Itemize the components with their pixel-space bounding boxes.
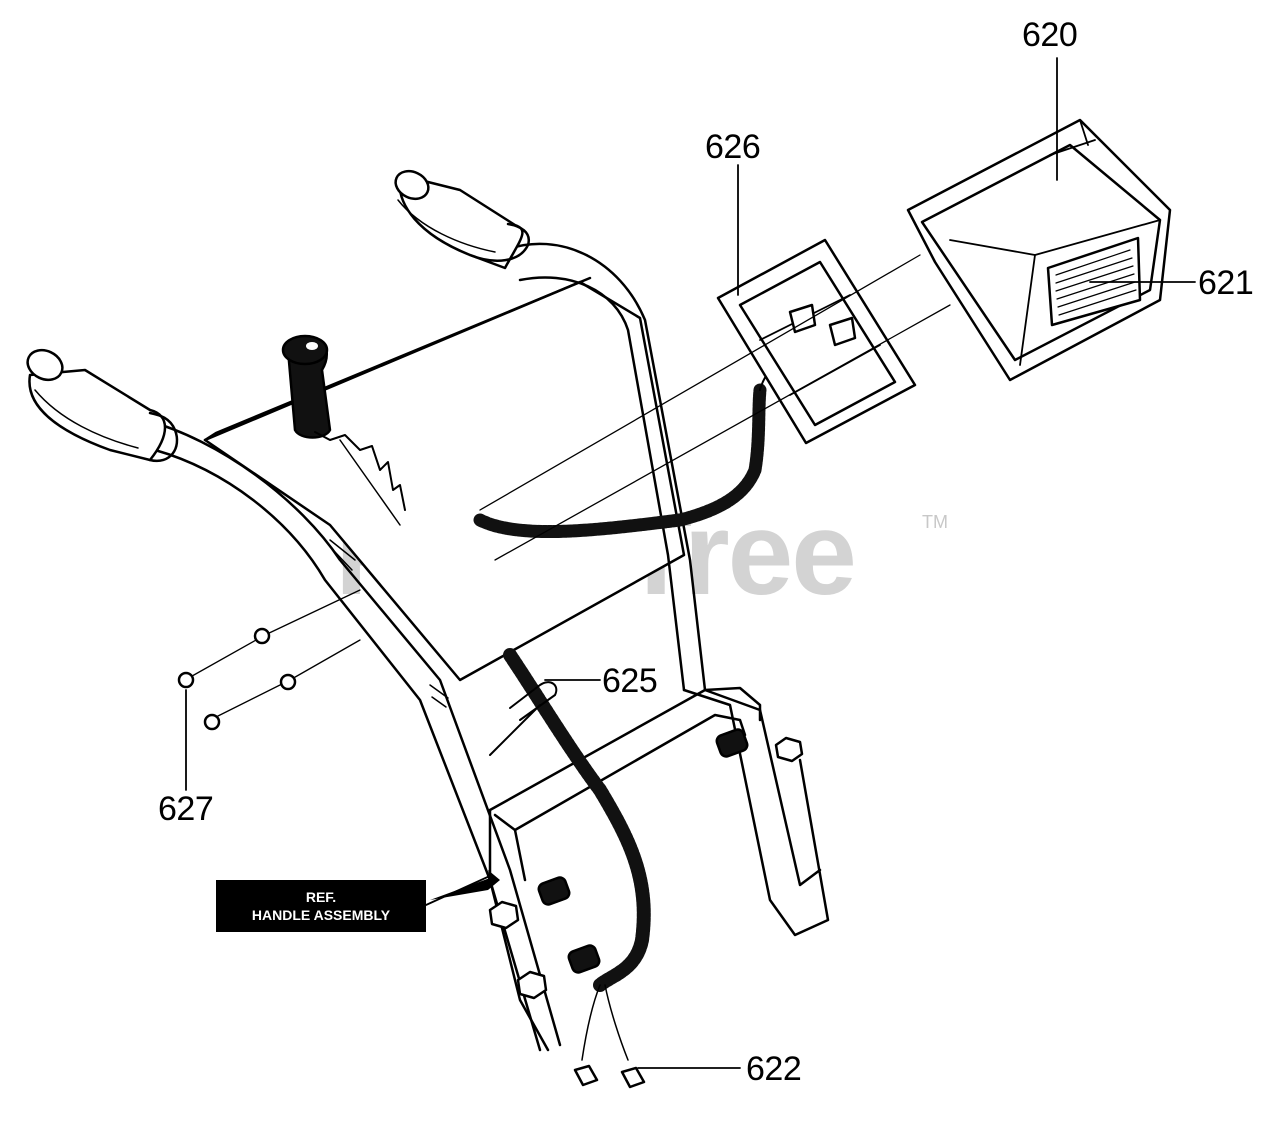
lower-wires — [581, 984, 629, 1061]
callout-622: 622 — [746, 1050, 802, 1088]
ref-label-line2: HANDLE ASSEMBLY — [251, 907, 391, 923]
connector-right — [620, 1066, 646, 1089]
left-handle — [143, 418, 562, 1052]
callout-620: 620 — [1022, 16, 1078, 54]
callout-626: 626 — [705, 128, 761, 166]
guide-lines — [184, 254, 951, 721]
control-panel — [203, 280, 686, 682]
callout-627: 627 — [158, 790, 214, 828]
lower-bracket — [488, 686, 762, 1052]
cable-clip — [509, 681, 558, 721]
connector-left — [573, 1064, 599, 1087]
shift-lever — [281, 334, 406, 526]
watermark-trademark: TM — [922, 512, 948, 532]
callout-621: 621 — [1198, 264, 1254, 302]
cable-tie — [489, 704, 541, 756]
left-grip — [26, 348, 179, 463]
headlight-housing — [906, 118, 1172, 382]
ref-label-line1: REF. — [305, 889, 337, 905]
coiled-cable-upper — [473, 383, 767, 539]
ref-handle-assembly-label: REF. HANDLE ASSEMBLY — [216, 880, 426, 932]
leader-lines — [185, 57, 1196, 1069]
coiled-cable-lower — [503, 648, 651, 992]
right-grip — [394, 169, 531, 270]
callout-625: 625 — [602, 662, 658, 700]
panel-top-edge — [203, 276, 592, 442]
bolts — [488, 728, 804, 1000]
screws — [177, 627, 297, 731]
